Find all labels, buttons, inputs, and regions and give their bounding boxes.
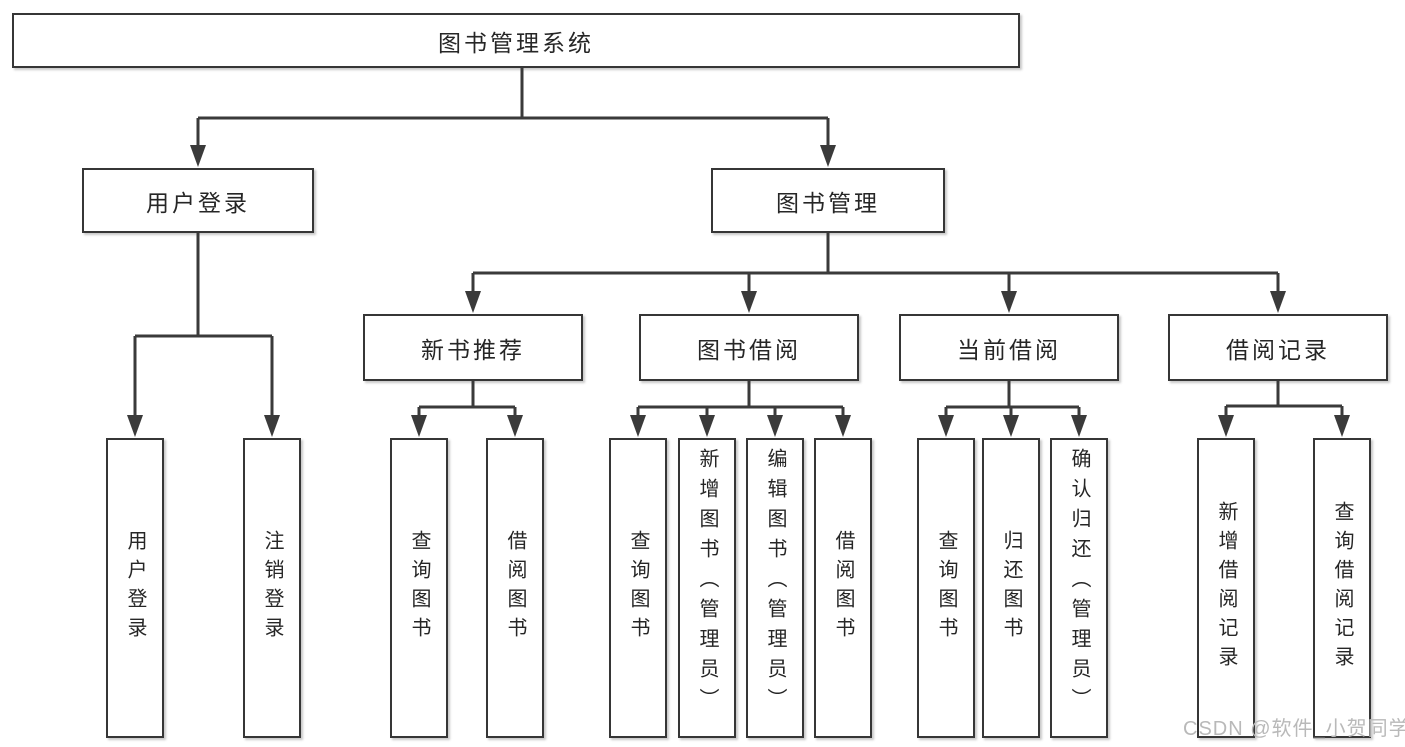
leaf-login-label: 用户登录 [124, 530, 146, 646]
leaf-current-confirm-return-admin: 确认归还（管理员） [1050, 438, 1108, 738]
arrowhead [507, 415, 523, 437]
arrowhead [1071, 415, 1087, 437]
leaf-logout-label: 注销登录 [261, 530, 283, 646]
node-book-borrow: 图书借阅 [639, 314, 859, 381]
leaf-label: 借阅图书 [504, 530, 526, 646]
leaf-label: 新增借阅记录 [1215, 501, 1237, 675]
arrowhead [1003, 415, 1019, 437]
leaf-borrow-borrow-books: 借阅图书 [814, 438, 872, 738]
leaf-label: 查询图书 [408, 530, 430, 646]
arrowhead [699, 415, 715, 437]
leaf-borrow-query-books: 查询图书 [609, 438, 667, 738]
arrowhead [1270, 291, 1286, 313]
arrowhead [938, 415, 954, 437]
leaf-label: 归还图书 [1000, 530, 1022, 646]
node-book-mgmt: 图书管理 [711, 168, 945, 233]
arrowhead [411, 415, 427, 437]
leaf-recommend-borrow-books: 借阅图书 [486, 438, 544, 738]
arrowhead [741, 291, 757, 313]
leaf-label: 确认归还（管理员） [1068, 448, 1090, 718]
node-new-book-recommend: 新书推荐 [363, 314, 583, 381]
leaf-label: 借阅图书 [832, 530, 854, 646]
leaf-borrow-add-books-admin: 新增图书（管理员） [678, 438, 736, 738]
leaf-label: 查询借阅记录 [1331, 501, 1353, 675]
leaf-records-add-record: 新增借阅记录 [1197, 438, 1255, 738]
leaf-logout: 注销登录 [243, 438, 301, 738]
arrowhead [264, 415, 280, 437]
arrowhead [465, 291, 481, 313]
arrowhead [1334, 415, 1350, 437]
leaf-label: 新增图书（管理员） [696, 448, 718, 718]
node-user-login: 用户登录 [82, 168, 314, 233]
leaf-label: 查询图书 [935, 530, 957, 646]
leaf-label: 编辑图书（管理员） [764, 448, 786, 718]
leaf-borrow-edit-books-admin: 编辑图书（管理员） [746, 438, 804, 738]
arrowhead [820, 145, 836, 167]
leaf-current-query-books: 查询图书 [917, 438, 975, 738]
node-borrow-records: 借阅记录 [1168, 314, 1388, 381]
arrowhead [1001, 291, 1017, 313]
arrowhead [767, 415, 783, 437]
csdn-watermark: CSDN @软件_小贺同学 [1183, 718, 1405, 740]
leaf-records-query-record: 查询借阅记录 [1313, 438, 1371, 738]
node-current-borrow: 当前借阅 [899, 314, 1119, 381]
arrowhead [630, 415, 646, 437]
arrowhead [127, 415, 143, 437]
leaf-label: 查询图书 [627, 530, 649, 646]
leaf-recommend-query-books: 查询图书 [390, 438, 448, 738]
node-root: 图书管理系统 [12, 13, 1020, 68]
leaf-login: 用户登录 [106, 438, 164, 738]
leaf-current-return-books: 归还图书 [982, 438, 1040, 738]
arrowhead [190, 145, 206, 167]
arrowhead [1218, 415, 1234, 437]
arrowhead [835, 415, 851, 437]
